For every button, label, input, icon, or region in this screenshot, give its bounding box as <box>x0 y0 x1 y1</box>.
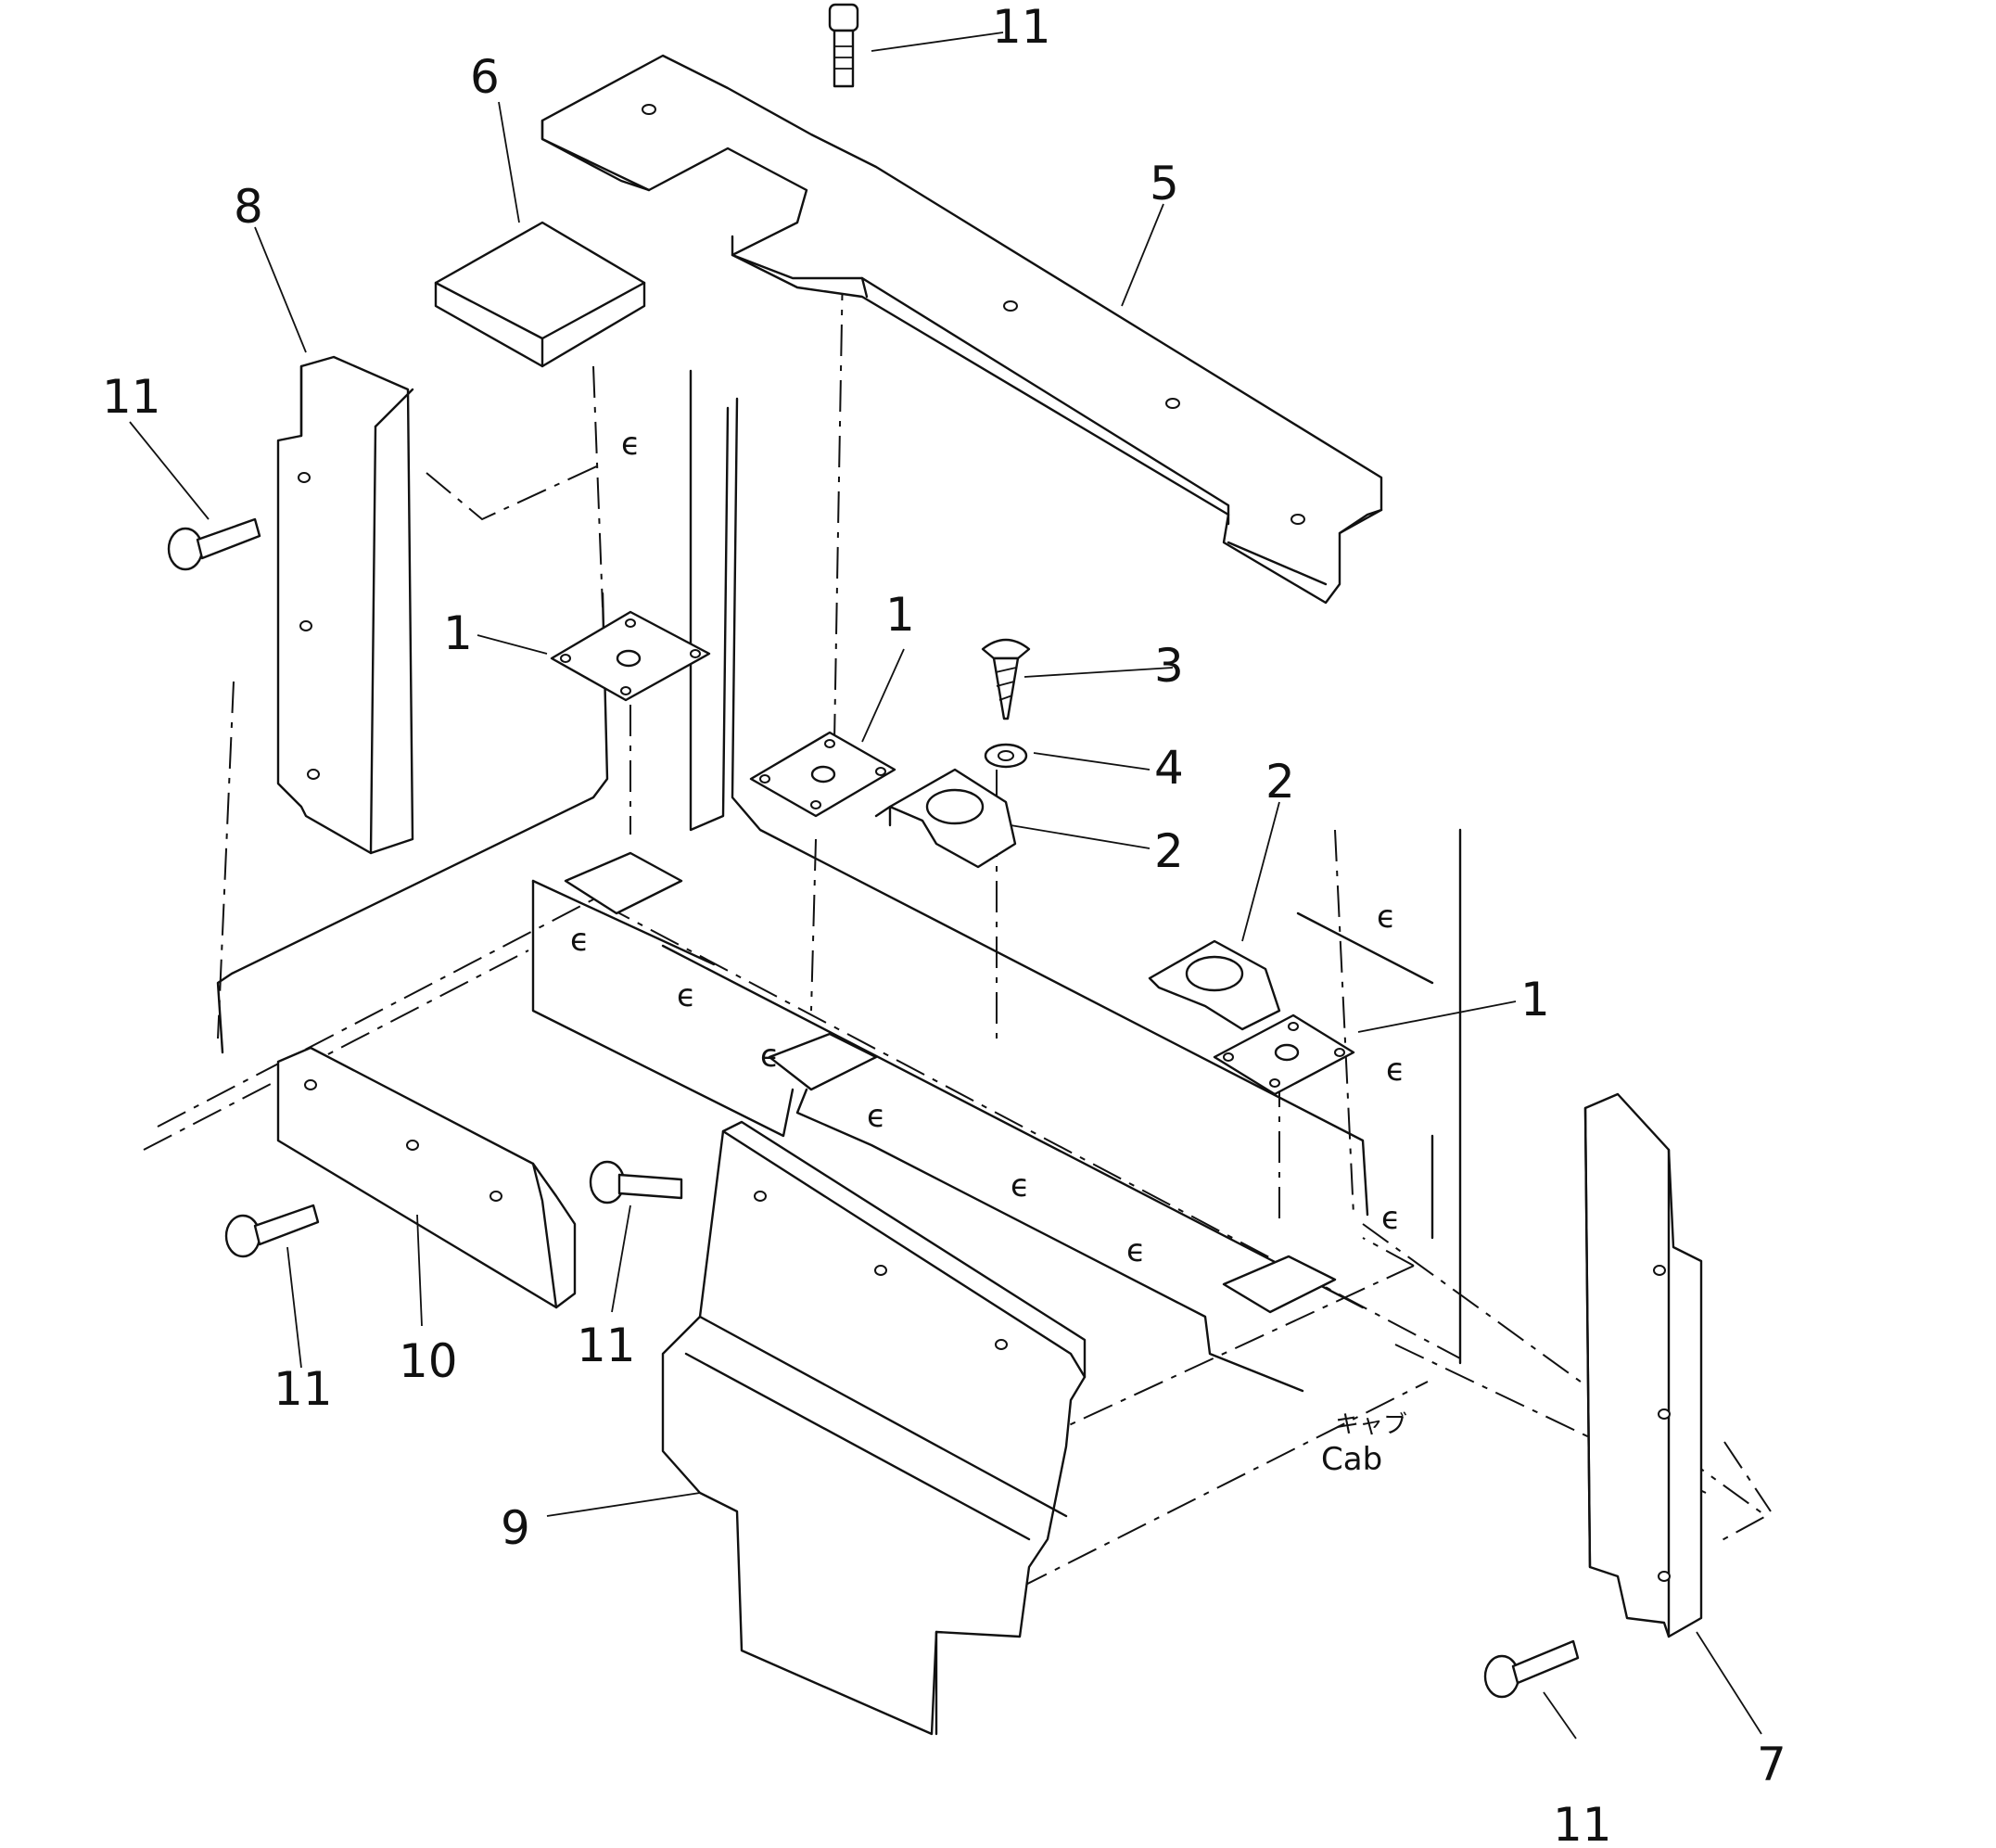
svg-text:ϵ: ϵ <box>1011 1167 1030 1204</box>
part-1-plate-center <box>749 731 896 818</box>
svg-text:ϵ: ϵ <box>621 426 641 463</box>
part-11-bolt-top <box>828 3 859 88</box>
part-4-washer <box>984 743 1028 769</box>
callout-2-center: 2 <box>1154 824 1184 878</box>
callout-1-right: 1 <box>1520 973 1550 1026</box>
callout-11-front-left: 11 <box>273 1362 333 1416</box>
callout-5: 5 <box>1150 157 1179 210</box>
part-3-screw <box>981 638 1031 720</box>
cab-label-en: Cab <box>1321 1441 1382 1478</box>
part-11-bolt-front-left <box>224 1204 320 1258</box>
part-11-bolt-left <box>167 517 261 571</box>
floor-recesses <box>531 851 1337 1393</box>
svg-text:ϵ: ϵ <box>570 922 590 959</box>
part-11-bolt-front-center <box>589 1160 683 1204</box>
part-9-panel <box>661 1120 1087 1736</box>
part-1-plate-right <box>1213 1013 1355 1096</box>
callout-11-top: 11 <box>992 0 1051 54</box>
callout-8: 8 <box>234 180 263 234</box>
part-8-cover <box>276 355 414 855</box>
callout-11-left: 11 <box>102 370 161 424</box>
callout-7: 7 <box>1757 1738 1786 1791</box>
svg-text:ϵ: ϵ <box>677 977 696 1014</box>
cab-label-jp: キャブ <box>1335 1411 1407 1439</box>
svg-text:ϵ: ϵ <box>1381 1200 1401 1237</box>
part-10-block <box>276 1046 577 1309</box>
part-2-bracket-center <box>874 768 1017 869</box>
leader-lines <box>129 32 1762 1740</box>
svg-text:ϵ: ϵ <box>1377 899 1396 936</box>
callout-1-left: 1 <box>443 606 473 660</box>
part-6-pad <box>434 221 646 368</box>
callout-11-front-center: 11 <box>577 1319 636 1372</box>
callout-11-right: 11 <box>1553 1798 1612 1848</box>
part-2-bracket-right <box>1148 939 1281 1031</box>
callout-6: 6 <box>470 50 500 104</box>
part-11-bolt-right <box>1483 1639 1580 1699</box>
svg-text:ϵ: ϵ <box>1126 1232 1146 1269</box>
callout-10: 10 <box>399 1334 458 1388</box>
callout-2-right: 2 <box>1265 755 1295 809</box>
callout-labels: 11 6 5 8 11 1 1 3 4 2 2 1 11 10 11 9 7 1… <box>102 0 1786 1848</box>
callout-1-center: 1 <box>885 588 915 642</box>
part-1-plate-left <box>550 610 711 702</box>
svg-text:ϵ: ϵ <box>867 1098 886 1135</box>
part-7-cover <box>1583 1092 1703 1638</box>
part-5-beam <box>540 54 1383 605</box>
callout-3: 3 <box>1154 639 1184 693</box>
cab-walls <box>216 369 1462 1365</box>
svg-text:ϵ: ϵ <box>1386 1051 1405 1089</box>
ground-marks: ϵ ϵ ϵ ϵ ϵ ϵ ϵ ϵ ϵ ϵ <box>570 426 1405 1269</box>
svg-text:ϵ: ϵ <box>760 1038 780 1075</box>
callout-4: 4 <box>1154 741 1184 795</box>
callout-9: 9 <box>501 1501 530 1555</box>
